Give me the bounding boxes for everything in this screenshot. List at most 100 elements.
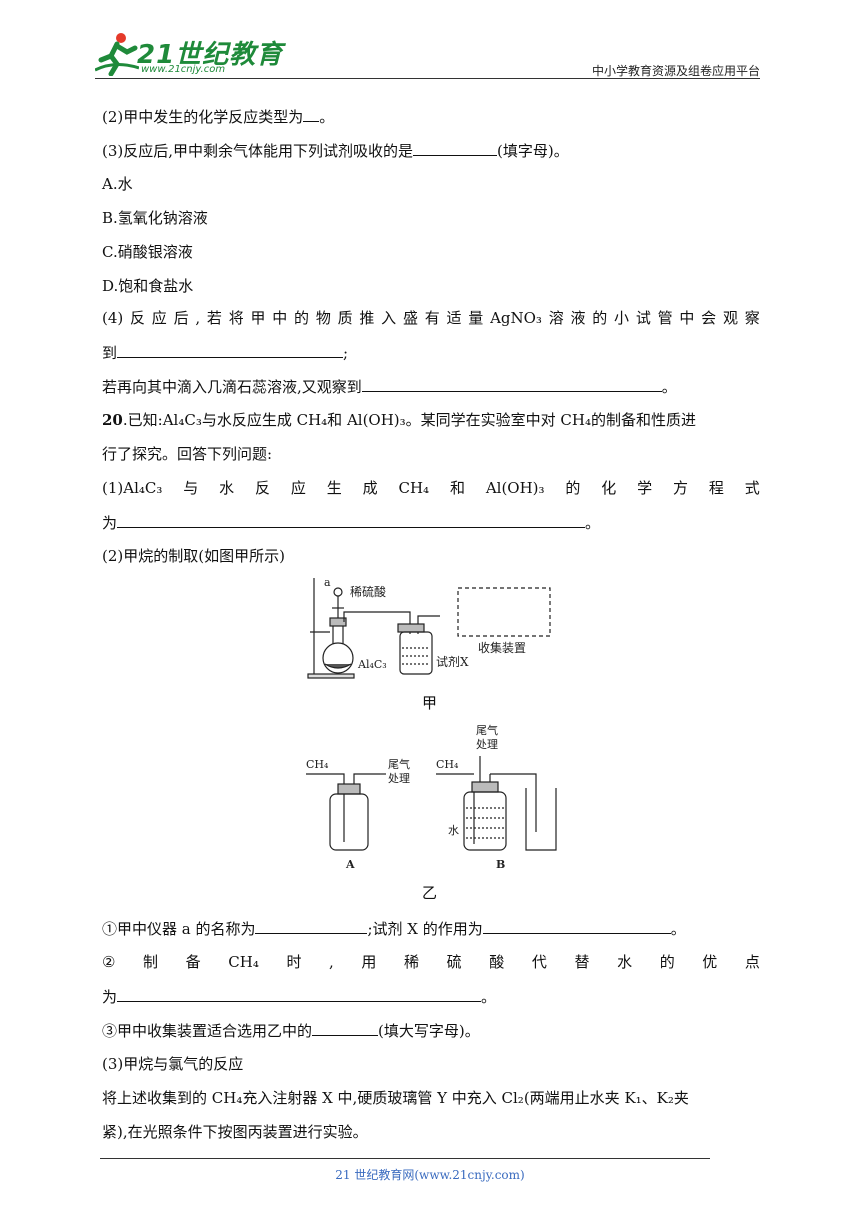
- word: 与: [183, 479, 199, 497]
- question-4-cont: 到;: [102, 342, 349, 362]
- word: 中: [272, 309, 288, 327]
- word: 中: [679, 309, 695, 327]
- question-4b: 若再向其中滴入几滴石蕊溶液,又观察到。: [102, 376, 677, 396]
- word: 学: [637, 479, 653, 497]
- header-divider: [95, 78, 760, 79]
- word: 备: [185, 953, 201, 971]
- answer-blank: [303, 106, 320, 122]
- word: 程: [708, 479, 724, 497]
- word: 察: [744, 309, 760, 327]
- word: 盛: [402, 309, 418, 327]
- runner-logo-icon: [94, 33, 140, 77]
- word: 有: [424, 309, 440, 327]
- option-b: B.氢氧化钠溶液: [102, 209, 208, 227]
- word: Al(OH)₃: [485, 479, 545, 497]
- word: 入: [381, 309, 397, 327]
- word: 硫: [446, 953, 462, 971]
- word: ,: [195, 309, 201, 327]
- answer-blank: [312, 1020, 379, 1036]
- word: ,: [329, 953, 334, 971]
- part-1-cont: 为。: [102, 512, 601, 532]
- label-a-apparatus: A: [345, 858, 355, 871]
- word: 和: [449, 479, 465, 497]
- footer-divider: [100, 1158, 710, 1159]
- word: (1)Al₄C₃: [102, 479, 163, 497]
- question-20-cont: 行了探究。回答下列问题:: [102, 445, 273, 463]
- question-20: 20.已知:Al₄C₃与水反应生成 CH₄和 Al(OH)₃。某同学在实验室中对…: [102, 411, 697, 429]
- part-3-text-cont: 紧),在光照条件下按图丙装置进行实验。: [102, 1123, 368, 1141]
- part-3: (3)甲烷与氯气的反应: [102, 1055, 244, 1073]
- word: 点: [744, 953, 760, 971]
- word: 会: [701, 309, 717, 327]
- word: 液: [570, 309, 586, 327]
- word: 适: [446, 309, 462, 327]
- word: 代: [531, 953, 547, 971]
- label-a: a: [324, 576, 331, 589]
- word: 用: [361, 953, 377, 971]
- word: 的: [592, 309, 608, 327]
- answer-blank: [413, 140, 498, 156]
- answer-blank: [482, 918, 671, 934]
- word: 试: [635, 309, 651, 327]
- label-b-apparatus: B: [496, 858, 505, 871]
- word: 物: [315, 309, 331, 327]
- caption-jia: 甲: [422, 694, 438, 712]
- option-a: A.水: [102, 175, 133, 193]
- logo: 21世纪教育 www.21cnjy.com: [94, 30, 295, 82]
- word: 生: [326, 479, 342, 497]
- answer-blank: [361, 376, 662, 392]
- part-3-text: 将上述收集到的 CH₄充入注射器 X 中,硬质玻璃管 Y 中充入 Cl₂(两端用…: [102, 1089, 689, 1107]
- label-al4c3: Al₄C₃: [357, 658, 387, 671]
- word: 方: [673, 479, 689, 497]
- word: CH₄: [398, 479, 430, 497]
- answer-blank: [117, 342, 344, 358]
- word: 甲: [250, 309, 266, 327]
- word: 时: [286, 953, 302, 971]
- label-ch4-a: CH₄: [306, 758, 329, 771]
- word: 替: [574, 953, 590, 971]
- answer-blank: [117, 512, 586, 528]
- label-tail-gas-a2: 处理: [388, 772, 410, 785]
- word: 水: [219, 479, 235, 497]
- word: 的: [659, 953, 675, 971]
- word: 制: [143, 953, 159, 971]
- label-water: 水: [448, 824, 459, 837]
- word: 水: [617, 953, 633, 971]
- word: 管: [657, 309, 673, 327]
- sub-question-3: ③甲中收集装置适合选用乙中的(填大写字母)。: [102, 1020, 480, 1040]
- word: 成: [362, 479, 378, 497]
- word: 质: [337, 309, 353, 327]
- sub-question-2-cont: 为。: [102, 986, 497, 1006]
- word: 量: [468, 309, 484, 327]
- word: AgNO₃: [490, 309, 542, 327]
- figure-jia: a 稀硫酸 Al₄C₃ 试剂X 收集装置: [307, 576, 551, 679]
- word: 应: [290, 479, 306, 497]
- word: 若: [206, 309, 222, 327]
- word: 观: [722, 309, 738, 327]
- question-3: (3)反应后,甲中剩余气体能用下列试剂吸收的是(填字母)。: [102, 140, 569, 160]
- word: 反: [130, 309, 146, 327]
- word: 推: [359, 309, 375, 327]
- logo-url: www.21cnjy.com: [141, 64, 226, 75]
- word: 优: [702, 953, 718, 971]
- answer-blank: [255, 918, 368, 934]
- label-tail-gas-a1: 尾气: [388, 757, 410, 771]
- word: 化: [601, 479, 617, 497]
- label-reagent-x: 试剂X: [436, 654, 469, 669]
- word: (4): [102, 309, 124, 327]
- part-2: (2)甲烷的制取(如图甲所示): [102, 547, 285, 565]
- word: 的: [565, 479, 581, 497]
- question-2: (2)甲中发生的化学反应类型为。: [102, 106, 335, 126]
- word: CH₄: [228, 953, 259, 971]
- word: 小: [614, 309, 630, 327]
- option-d: D.饱和食盐水: [102, 277, 194, 295]
- word: 后: [173, 309, 189, 327]
- answer-blank: [117, 986, 482, 1002]
- word: 溶: [548, 309, 564, 327]
- caption-yi: 乙: [422, 884, 438, 902]
- label-collection: 收集装置: [478, 640, 526, 655]
- word: ②: [102, 953, 116, 971]
